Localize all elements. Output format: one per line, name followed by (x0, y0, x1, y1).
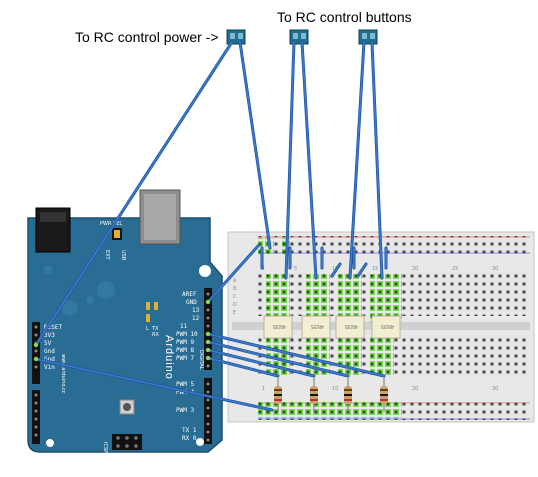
pwm-pin-label: PWM 7 (176, 355, 194, 362)
power-label: To RC control power -> (75, 29, 219, 45)
optocoupler-3: 4N35 (335, 315, 365, 339)
wire-power-gnd (238, 40, 272, 250)
arduino-url: www.arduino.cc (60, 354, 66, 394)
led-tx-label: TX (151, 326, 159, 332)
button-terminal-2 (358, 29, 378, 45)
wire-button-2b (370, 40, 384, 280)
resistor-1 (274, 378, 282, 412)
digital-pin-label: 12 (192, 315, 200, 322)
wire-power-vcc (34, 40, 234, 347)
wire-gnd-bottom (34, 357, 274, 412)
digital-pin-label: 11 (180, 323, 188, 330)
svg-text:4N35: 4N35 (345, 323, 358, 329)
wire-jumper-a (260, 246, 388, 270)
resistor-4 (380, 378, 388, 412)
wire-pin-9 (206, 340, 350, 378)
svg-text:4N35: 4N35 (273, 323, 286, 329)
wire-pin-8 (206, 348, 316, 378)
pwm-pin-label: PWM 9 (176, 339, 194, 346)
arduino-brand: Arduino (163, 335, 175, 380)
wire-pin-7 (206, 356, 280, 378)
power-terminal (226, 29, 246, 45)
bb-row-letter: D (233, 302, 237, 308)
buttons-label: To RC control buttons (277, 9, 412, 25)
bb-col-num: 20 (412, 266, 418, 272)
tx-pin-label: TX 1 (182, 427, 197, 434)
power-pin-label: Vin (44, 364, 55, 371)
bb-col-num: 15 (372, 266, 378, 272)
bb-col-num: 1 (262, 266, 265, 272)
ext-label: EXT (104, 250, 110, 260)
wire-button-1b (300, 40, 318, 280)
connected-holes (258, 238, 402, 418)
wire-button-1a (284, 40, 296, 280)
bb-row-letter: B (233, 286, 237, 292)
bb-col-num: 25 (452, 266, 458, 272)
wire-gnd-rail (206, 244, 260, 304)
resistor-3 (344, 378, 352, 412)
pwr-sel-label: PWR SEL (100, 221, 122, 227)
bb-col-num: 30 (492, 266, 498, 272)
wire-jumper-b (330, 262, 368, 278)
power-pin-label: 5V (44, 340, 52, 347)
pwm-pin-label: PWM 3 (176, 407, 194, 414)
bb-col-num: 5 (294, 266, 297, 272)
wire-endpoints (33, 299, 211, 362)
svg-text:4N35: 4N35 (381, 323, 394, 329)
optocoupler-4: 4N35 (371, 315, 401, 339)
digital-pin-label: GND (186, 299, 197, 306)
led-l-label: L (146, 326, 149, 332)
bb-col-num: 30 (492, 386, 498, 392)
icsp-label: ICSP (102, 442, 108, 453)
digital-pin-label: 13 (192, 307, 200, 314)
pwm-pin-label: PWM 8 (176, 347, 194, 354)
analog-in-label: ANALOG IN (21, 392, 27, 420)
rx-pin-label: RX 0 (182, 435, 197, 442)
arduino-board: PWR SEL EXT USB L TX RX Arduino www.ardu… (21, 189, 223, 453)
bb-col-num: 20 (412, 386, 418, 392)
power-pin-label: Gnd (44, 348, 55, 355)
optocoupler-1: 4N35 (263, 315, 293, 339)
led-rx-label: RX (152, 332, 159, 338)
resistor-2 (310, 378, 318, 412)
wires (34, 40, 388, 412)
pwm-pin-label: PWM 5 (176, 381, 194, 388)
bb-col-num: 1 (262, 386, 265, 392)
reset-pin-label: RESET (44, 324, 62, 331)
bb-row-letter: A (233, 278, 237, 284)
pwm-pin-label: PWM 10 (176, 331, 198, 338)
wire-pin-10 (206, 332, 386, 378)
bb-col-num: 10 (332, 386, 338, 392)
digital-label: DIGITAL (198, 350, 204, 370)
wire-button-2a (348, 40, 366, 280)
power-pin-label: 3V3 (44, 332, 55, 339)
usb-label: USB (120, 250, 126, 261)
button-terminal-1 (289, 29, 309, 45)
optocoupler-2: 4N35 (301, 315, 331, 339)
bb-row-letter: E (233, 310, 236, 316)
power-pin-label: Gnd (44, 356, 55, 363)
svg-text:4N35: 4N35 (311, 323, 324, 329)
bb-row-letter: C (233, 294, 237, 300)
digital-pin-label: AREF (182, 291, 197, 298)
